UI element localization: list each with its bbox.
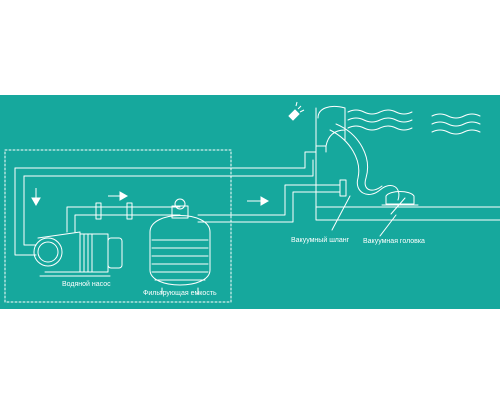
- filter-tank: [149, 198, 211, 295]
- equipment-room-box: [4, 149, 232, 303]
- teal-band: [0, 95, 500, 309]
- valve-left: [95, 202, 102, 220]
- flow-arrow-icon: [247, 196, 270, 206]
- return-pipe: [197, 184, 341, 216]
- flow-arrow-icon: [108, 191, 129, 201]
- pool-wall: [315, 107, 500, 221]
- vacuum-hose: [329, 129, 400, 201]
- return-fitting: [339, 179, 347, 197]
- suction-pipe-left-inner: [23, 175, 37, 246]
- vacuum-hose-outer: [335, 123, 383, 191]
- pump-outlet-pipe: [66, 206, 181, 233]
- vacuum-hose-label: Вакуумный шланг: [291, 237, 350, 244]
- vacuum-head-label: Вакуумная головка: [363, 238, 425, 245]
- suction-pipe-left: [14, 167, 37, 256]
- hose-leader: [331, 195, 351, 231]
- pump-outlet-pipe-inner: [74, 214, 181, 233]
- water-pump: [33, 231, 123, 277]
- suction-pipe-top-inner: [23, 159, 314, 177]
- wave-icon: [347, 109, 481, 135]
- valve-right: [126, 202, 133, 220]
- pool-filtration-diagram: [0, 95, 500, 309]
- flow-arrow-icon: [31, 188, 41, 207]
- spray-icon: [288, 101, 305, 121]
- head-leader: [379, 214, 397, 237]
- filter-tank-label: Фильтрующая емкость: [143, 290, 217, 297]
- skimmer: [317, 105, 346, 153]
- vacuum-head: [385, 191, 415, 205]
- suction-pipe-top: [14, 151, 317, 169]
- water-pump-label: Водяной насос: [62, 281, 111, 288]
